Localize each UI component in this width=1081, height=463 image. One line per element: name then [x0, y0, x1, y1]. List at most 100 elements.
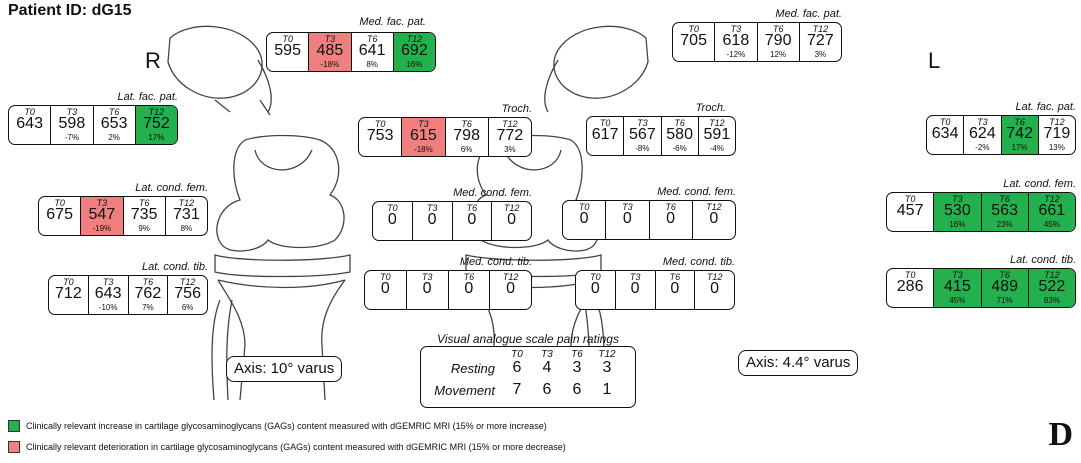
gag-value: 752 [143, 115, 170, 132]
right-troch-label: Troch. [501, 103, 532, 115]
percent-change: 7% [142, 303, 154, 312]
gag-value: 0 [507, 211, 517, 228]
left-side-label: L [928, 48, 941, 73]
left-med-cond-fem-label: Med. cond. fem. [657, 186, 736, 198]
gag-value: 731 [173, 206, 200, 223]
percent-change: 8% [180, 224, 193, 233]
legend-increase: Clinically relevant increase in cartilag… [8, 420, 547, 432]
percent-change: 17% [1011, 143, 1028, 152]
time-label: T6 [674, 118, 685, 128]
percent-change: 23% [996, 220, 1013, 229]
time-label: T12 [148, 107, 165, 117]
gag-value: 661 [1038, 202, 1066, 219]
right-med-fac-pat-label: Med. fac. pat. [359, 16, 426, 28]
time-label: T12 [812, 24, 829, 34]
right-med-cond-fem-label: Med. cond. fem. [453, 187, 532, 199]
time-label: T12 [178, 198, 195, 208]
gag-value: 563 [991, 202, 1018, 219]
gag-value: 0 [579, 210, 589, 227]
left-lat-cond-tib-label: Lat. cond. tib. [1009, 254, 1076, 266]
time-label: T3 [426, 203, 438, 213]
time-label: T3 [66, 107, 78, 117]
percent-change: -12% [726, 50, 746, 59]
time-label: T0 [24, 107, 35, 117]
gag-value: 0 [464, 280, 474, 297]
percent-change: 9% [138, 224, 150, 233]
vas-time-label: T6 [571, 349, 583, 360]
time-label: T12 [1044, 270, 1060, 280]
left-lat-cond-fem-label: Lat. cond. fem. [1003, 178, 1076, 190]
right-knee-drawing [167, 25, 351, 401]
time-label: T0 [380, 272, 391, 282]
time-label: T0 [63, 277, 74, 287]
percent-change: 6% [181, 303, 194, 312]
time-label: T0 [904, 270, 916, 280]
panel-letter: D [1048, 416, 1073, 453]
time-label: T0 [282, 34, 293, 44]
gag-value: 618 [722, 32, 750, 49]
time-label: T0 [374, 119, 386, 129]
gag-value: 675 [46, 206, 73, 223]
gag-value: 772 [496, 127, 524, 144]
vas-time-label: T0 [511, 349, 523, 360]
vas-time-label: T3 [541, 349, 553, 360]
time-label: T3 [418, 119, 429, 129]
time-label: T6 [466, 203, 478, 213]
time-label: T3 [96, 198, 108, 208]
gag-value: 712 [55, 285, 82, 302]
percent-change: -4% [709, 144, 724, 153]
vas-row-label: Movement [434, 383, 495, 398]
vas-value: 6 [572, 381, 582, 398]
percent-change: 83% [1043, 296, 1060, 305]
legend-decrease-text: Clinically relevant deterioration in car… [26, 442, 566, 452]
gag-value: 634 [931, 125, 959, 142]
vas-time-label: T12 [598, 349, 616, 360]
time-label: T0 [599, 118, 611, 128]
gag-value: 719 [1043, 125, 1071, 142]
vas-value: 6 [542, 381, 552, 398]
right-axis-label: Axis: 10° varus [226, 356, 343, 382]
vas-value: 4 [542, 359, 552, 376]
legend-decrease: Clinically relevant deterioration in car… [8, 441, 566, 453]
gag-value: 415 [944, 278, 971, 295]
gag-value: 0 [387, 211, 397, 228]
time-label: T0 [54, 198, 65, 208]
gag-value: 705 [680, 32, 707, 49]
percent-change: 13% [1048, 143, 1065, 152]
time-label: T6 [999, 270, 1010, 280]
gag-value: 0 [622, 210, 632, 227]
time-label: T3 [977, 117, 988, 127]
gag-value: 0 [506, 280, 516, 297]
percent-change: 3% [814, 50, 827, 59]
gag-value: 727 [807, 32, 834, 49]
gag-value: 615 [410, 127, 437, 144]
vas-value: 3 [602, 359, 612, 376]
time-label: T6 [669, 272, 681, 282]
time-label: T12 [706, 202, 722, 212]
